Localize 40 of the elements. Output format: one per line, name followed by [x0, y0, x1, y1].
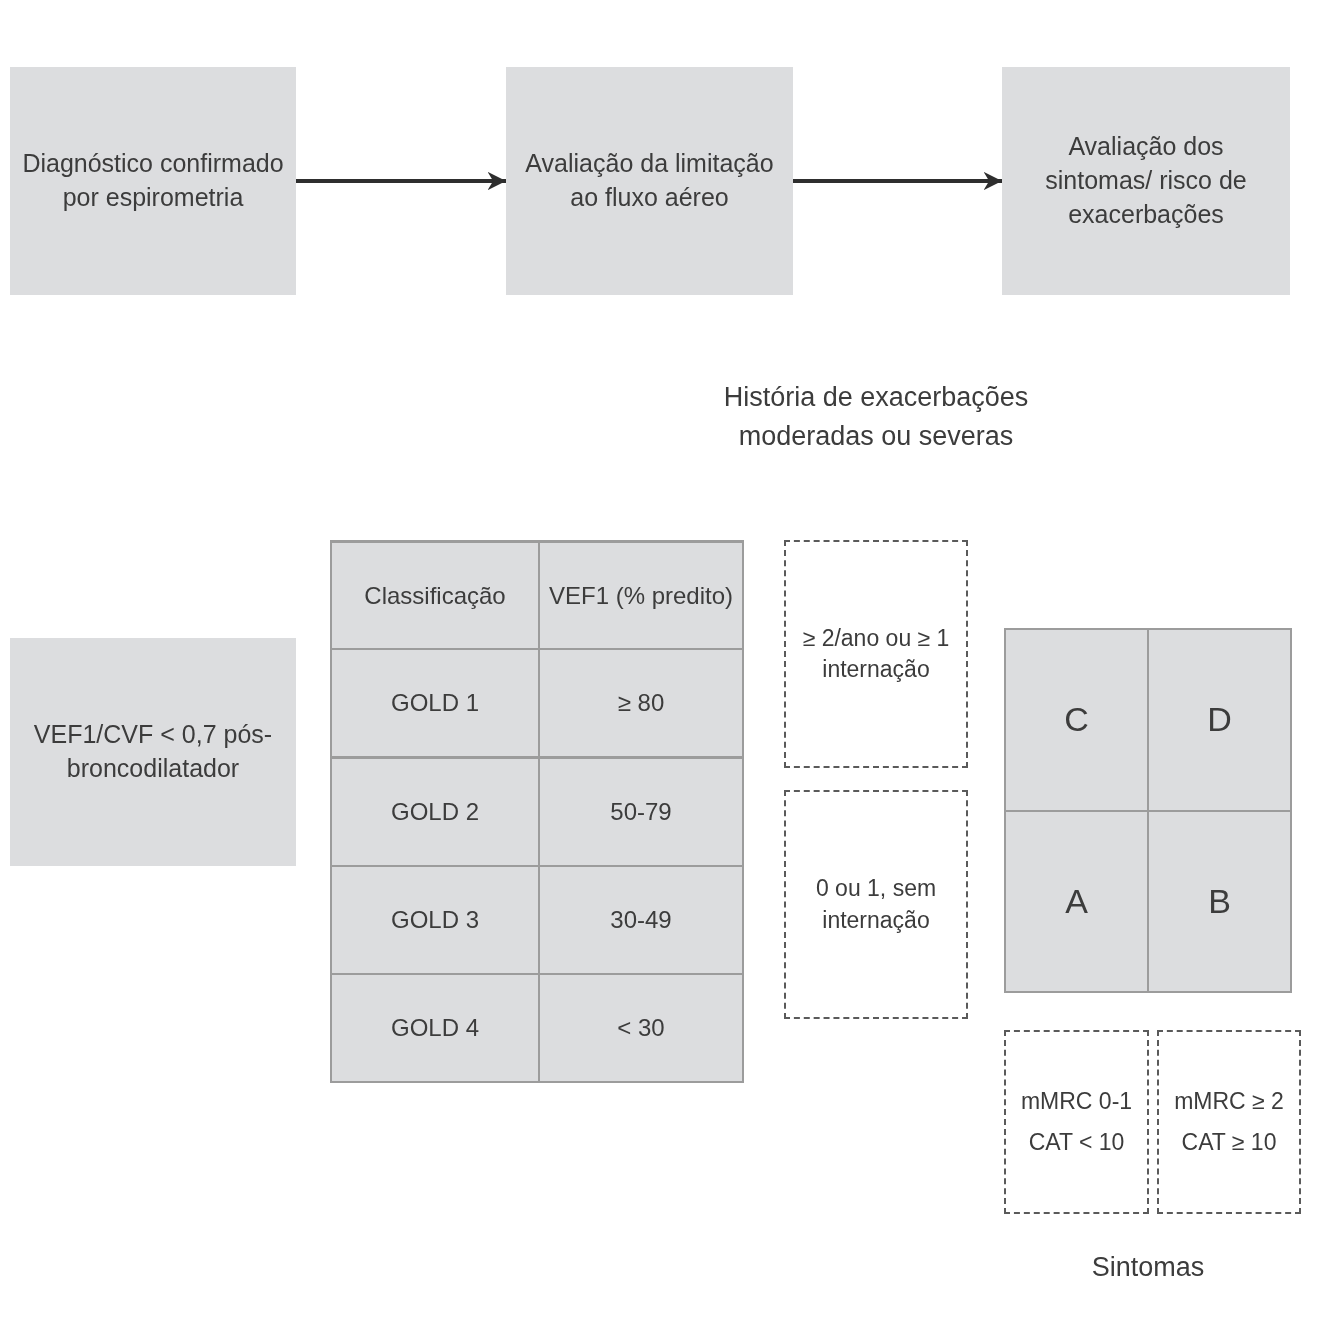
quadrant-box: [1004, 628, 1149, 812]
process-box: [10, 67, 296, 295]
table-cell: GOLD 2: [330, 757, 540, 867]
dashed-box: [1004, 1030, 1149, 1214]
box-text: CAT ≥ 10: [1181, 1128, 1277, 1157]
table-cell: GOLD 1: [330, 648, 540, 758]
box-text: D: [1207, 699, 1232, 741]
box-text: VEF1/CVF < 0,7 pós-broncodilatador: [32, 719, 274, 784]
quadrant-box: [1004, 810, 1149, 993]
table-cell: GOLD 4: [330, 973, 540, 1083]
dashed-box: [784, 790, 968, 1019]
table-cell: 50-79: [538, 757, 744, 867]
box-text: mMRC 0-1: [1020, 1086, 1133, 1116]
box-text: Avaliação da limitação ao fluxo aéreo: [524, 148, 775, 213]
table-header-cell: VEF1 (% predito): [538, 540, 744, 650]
box-text: Avaliação dos sintomas/ risco de exacerbações: [1044, 131, 1248, 230]
box-text: CAT < 10: [1028, 1128, 1125, 1157]
box-text: A: [1065, 880, 1088, 922]
box-text: B: [1208, 880, 1231, 922]
quadrant-box: [1147, 628, 1292, 812]
box-text: ≥ 2/ano ou ≥ 1 internação: [801, 623, 951, 684]
table-cell: 30-49: [538, 865, 744, 975]
table-cell: GOLD 3: [330, 865, 540, 975]
arrow: [793, 171, 1002, 191]
table-cell: ≥ 80: [538, 648, 744, 758]
process-box: [10, 638, 296, 866]
box-text: 0 ou 1, sem internação: [814, 874, 938, 935]
table-header-cell: Classificação: [330, 540, 540, 650]
box-text: mMRC ≥ 2: [1174, 1086, 1284, 1116]
dashed-box: [1157, 1030, 1301, 1214]
process-box: [506, 67, 793, 295]
axis-heading: História de exacerbações moderadas ou severas: [722, 381, 1030, 454]
dashed-box: [784, 540, 968, 768]
axis-label: Sintomas: [1090, 1251, 1206, 1284]
arrow: [296, 171, 506, 191]
table-cell: < 30: [538, 973, 744, 1083]
box-text: Diagnóstico confirmado por espirometria: [21, 148, 285, 213]
box-text: C: [1064, 699, 1089, 741]
quadrant-box: [1147, 810, 1292, 993]
process-box: [1002, 67, 1290, 295]
